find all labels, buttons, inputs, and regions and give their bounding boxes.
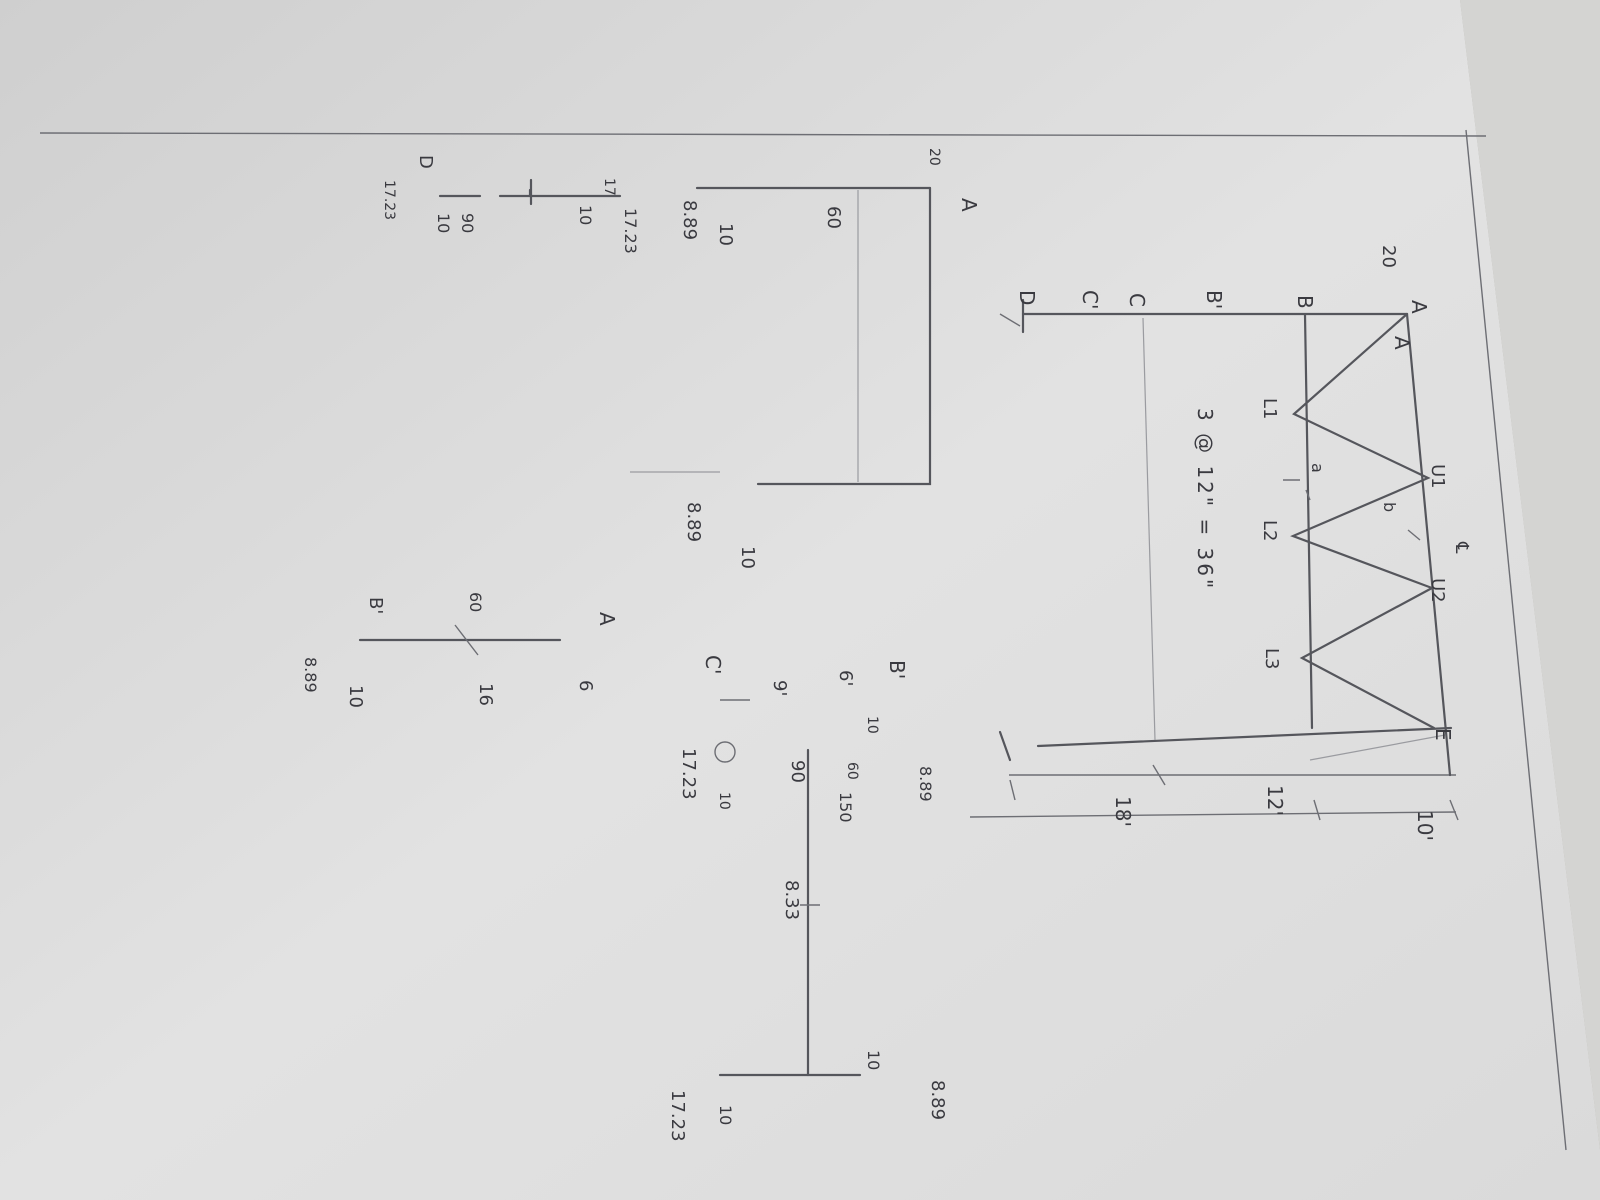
margin-line-right: [1465, 129, 1567, 1151]
label-beam-right-10b: 10: [716, 1105, 735, 1125]
column-fbd-sketch: [498, 186, 932, 486]
label-beam-150: 150: [836, 792, 855, 823]
label-mem-10: 10: [345, 685, 366, 708]
portal-frame-sketch: [969, 298, 1459, 821]
label-beam-60: 60: [844, 762, 860, 780]
label-mem-16: 16: [475, 683, 496, 706]
label-L3: L3: [1261, 648, 1282, 669]
label-beam-10b: 10: [716, 792, 732, 810]
beam-fbd-sketch: [714, 699, 862, 1077]
label-beam-10: 10: [864, 716, 880, 734]
label-mem-B-prime: B': [365, 597, 386, 614]
label-beam-6: 6': [835, 670, 856, 686]
label-D-small: D: [415, 155, 436, 169]
label-beam-right-1723: 17.23: [667, 1090, 688, 1142]
label-dim-18: 18': [1111, 796, 1135, 827]
label-A-top: A: [1407, 300, 1431, 314]
table-edge: [1460, 0, 1600, 1150]
label-mem-6: 6: [575, 680, 596, 691]
label-U1: U1: [1427, 464, 1448, 489]
label-dim-12: 12': [1263, 785, 1287, 816]
label-mem-889: 8.89: [301, 657, 320, 693]
label-beam-9: 9': [769, 680, 790, 696]
label-mem-60: 60: [466, 592, 485, 612]
label-beam-B-prime: B': [885, 660, 909, 679]
label-d1723: 17.23: [381, 180, 397, 220]
label-col-A: A: [957, 198, 981, 212]
label-C: C: [1125, 293, 1149, 307]
small-fbd-sketch: [438, 178, 533, 206]
label-a: a: [1308, 463, 1327, 473]
label-e1723: 17.23: [621, 208, 640, 254]
label-U2: U2: [1427, 578, 1448, 603]
label-beam-90: 90: [787, 760, 808, 783]
label-e10: 10: [576, 205, 595, 225]
label-L2: L2: [1259, 520, 1280, 541]
label-beam-889-left: 8.89: [916, 766, 935, 802]
label-load-A: 20: [1378, 245, 1399, 268]
label-mem-A: A: [595, 612, 619, 626]
label-beam-right-10: 10: [864, 1050, 883, 1070]
label-A-joint: A: [1390, 336, 1414, 350]
label-col-889: 8.89: [679, 200, 700, 240]
label-B-prime: B': [1202, 290, 1226, 309]
label-B: B: [1293, 295, 1317, 309]
label-span-note: 3 @ 12" = 36": [1193, 408, 1217, 591]
label-D: D: [1015, 290, 1039, 305]
label-beam-C-prime: C': [701, 655, 725, 674]
label-beam-833: 8.33: [781, 880, 802, 920]
label-E: E: [1431, 728, 1455, 741]
label-col-10: 10: [715, 223, 736, 246]
label-col-60: 60: [823, 206, 844, 229]
label-beam-1723: 17.23: [678, 748, 699, 800]
label-centerline: ℄: [1451, 541, 1472, 554]
label-L1: L1: [1259, 398, 1280, 419]
member-fbd-sketch: [358, 624, 562, 656]
label-C-prime: C': [1078, 290, 1102, 309]
label-b: b: [1380, 502, 1399, 512]
label-e17: 17: [601, 178, 617, 196]
label-col-10-bottom: 10: [737, 546, 758, 569]
margin-line-top: [39, 132, 1487, 137]
label-col-load: 20: [926, 148, 942, 166]
label-d90: 90: [458, 213, 477, 233]
label-col-889-bottom: 8.89: [683, 502, 704, 542]
label-beam-right-889: 8.89: [927, 1080, 948, 1120]
label-d10: 10: [434, 213, 453, 233]
label-dim-10: 10': [1413, 810, 1437, 841]
